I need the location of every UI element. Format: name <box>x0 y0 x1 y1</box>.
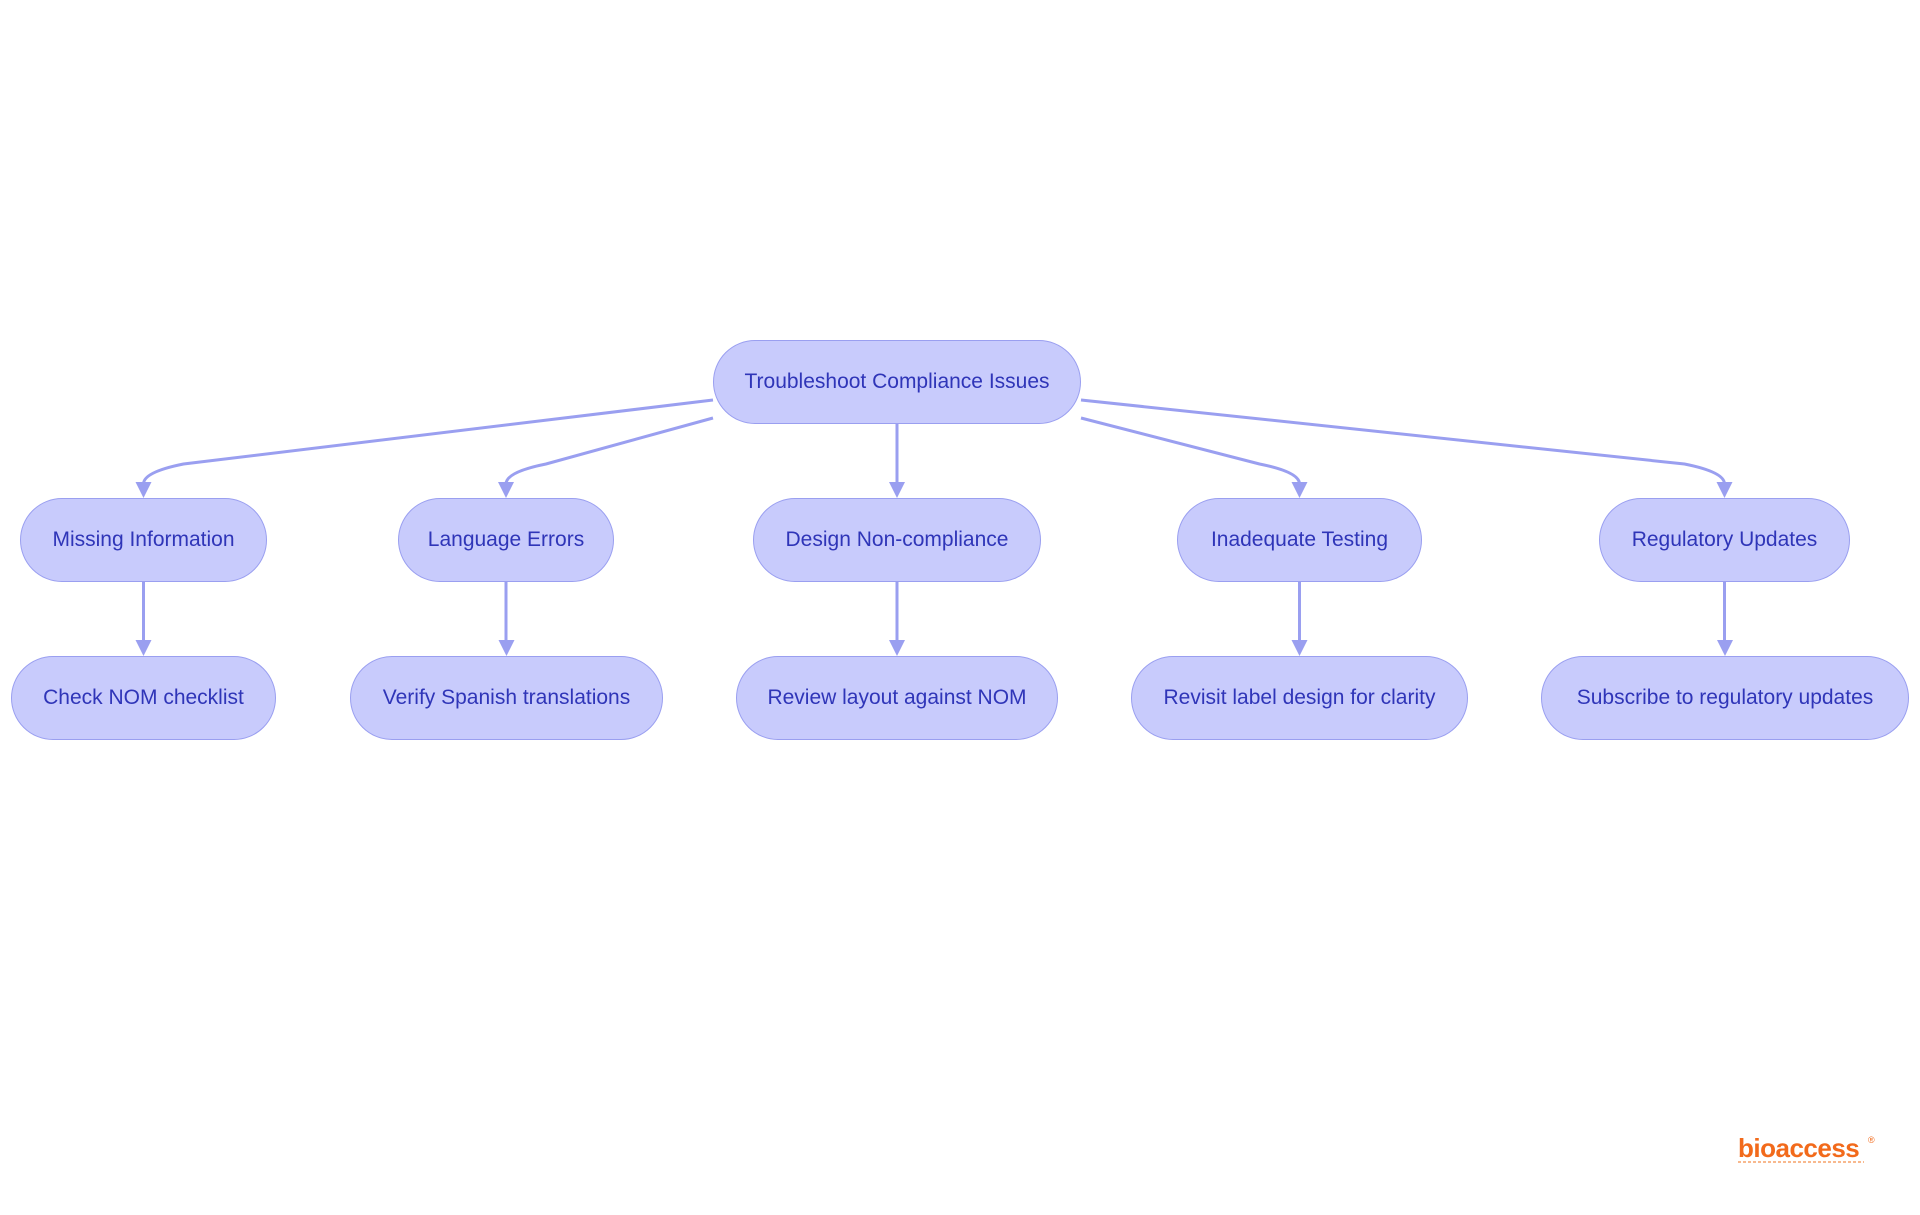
registered-mark-icon: ® <box>1868 1135 1875 1145</box>
root-node: Troubleshoot Compliance Issues <box>713 340 1081 424</box>
action-node-review-layout: Review layout against NOM <box>736 656 1058 740</box>
connector-root-to-issue-3 <box>1080 416 1301 485</box>
bioaccess-logo: bioaccess ® <box>1738 1133 1875 1165</box>
arrowhead-icon <box>889 640 905 656</box>
arrowhead-icon <box>1716 482 1733 498</box>
connector-root-to-issue-0 <box>142 398 714 485</box>
logo-tagline-mark <box>1738 1161 1864 1163</box>
action-node-check-nom-checklist: Check NOM checklist <box>11 656 276 740</box>
issue-node-missing-information: Missing Information <box>20 498 267 582</box>
arrowhead-icon <box>889 482 905 498</box>
arrowhead-icon <box>135 640 152 656</box>
action-node-subscribe-updates: Subscribe to regulatory updates <box>1541 656 1909 740</box>
action-node-verify-spanish-translations: Verify Spanish translations <box>350 656 663 740</box>
arrowhead-icon <box>498 482 514 498</box>
connector-root-to-issue-4 <box>1080 398 1726 485</box>
arrowhead-icon <box>135 482 152 498</box>
issue-node-design-non-compliance: Design Non-compliance <box>753 498 1041 582</box>
issue-node-language-errors: Language Errors <box>398 498 614 582</box>
issue-node-inadequate-testing: Inadequate Testing <box>1177 498 1422 582</box>
connector-root-to-issue-1 <box>504 416 714 485</box>
arrowhead-icon <box>1291 482 1308 498</box>
action-node-revisit-label-design: Revisit label design for clarity <box>1131 656 1468 740</box>
issue-node-regulatory-updates: Regulatory Updates <box>1599 498 1850 582</box>
arrowhead-icon <box>498 640 515 656</box>
arrowhead-icon <box>1291 640 1308 656</box>
arrowhead-icon <box>1717 640 1733 656</box>
logo-wordmark: bioaccess <box>1738 1133 1860 1163</box>
